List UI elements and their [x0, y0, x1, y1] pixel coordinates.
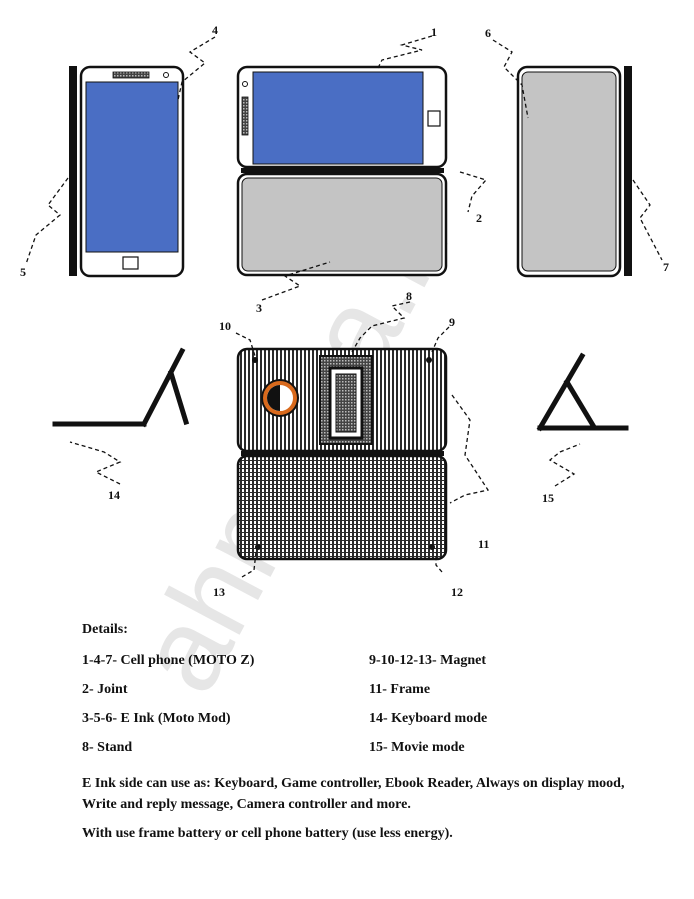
front-camera-icon — [242, 81, 248, 87]
front-camera-icon — [163, 72, 169, 78]
callout-8: 8 — [406, 289, 412, 303]
frame-back-top — [236, 347, 448, 453]
callout-12: 12 — [451, 585, 463, 599]
phone-front-portrait — [69, 65, 185, 278]
detail-item: 1-4-7- Cell phone (MOTO Z) — [82, 653, 255, 668]
callout-3: 3 — [256, 301, 262, 315]
details-row: 8- Stand 15- Movie mode — [82, 740, 662, 769]
speaker-grille — [241, 96, 249, 136]
callout-10: 10 — [219, 319, 231, 333]
detail-item: 2- Joint — [82, 682, 128, 697]
callout-9: 9 — [449, 315, 455, 329]
magnet-icon — [255, 544, 261, 550]
keyboard-mode-icon — [52, 347, 190, 428]
detail-item: 9-10-12-13- Magnet — [369, 653, 487, 668]
callout-1: 1 — [431, 25, 437, 39]
details-heading: Details: — [82, 622, 128, 637]
callout-6: 6 — [485, 26, 491, 40]
eink-panel-landscape — [236, 172, 448, 277]
eink-uses-paragraph: E Ink side can use as: Keyboard, Game co… — [82, 776, 625, 812]
details-section: Details: 1-4-7- Cell phone (MOTO Z) 9-10… — [82, 622, 662, 844]
joint — [241, 451, 444, 456]
phone-landscape — [236, 65, 448, 169]
phone-screen — [252, 71, 424, 165]
details-row: 2- Joint 11- Frame — [82, 682, 662, 711]
callout-11: 11 — [478, 537, 489, 551]
magnet-icon — [429, 544, 435, 550]
detail-item: 3-5-6- E Ink (Moto Mod) — [82, 711, 231, 726]
movie-mode-icon — [536, 352, 629, 432]
detail-item: 15- Movie mode — [369, 740, 465, 755]
magnet-icon — [252, 357, 258, 363]
detail-item: 8- Stand — [82, 740, 133, 755]
detail-item: 14- Keyboard mode — [369, 711, 488, 726]
callout-14: 14 — [108, 488, 120, 502]
eink-side-portrait — [516, 65, 632, 278]
details-row: 3-5-6- E Ink (Moto Mod) 14- Keyboard mod… — [82, 711, 662, 740]
phone-edge — [624, 66, 632, 276]
stand — [319, 355, 373, 445]
callout-7: 7 — [663, 260, 669, 274]
callout-15: 15 — [542, 491, 554, 505]
details-row: 1-4-7- Cell phone (MOTO Z) 9-10-12-13- M… — [82, 653, 662, 682]
callout-4: 4 — [212, 23, 218, 37]
magnet-icon — [426, 357, 432, 363]
callout-2: 2 — [476, 211, 482, 225]
leader-lines — [25, 35, 663, 578]
speaker-grille — [112, 71, 150, 79]
phone-screen — [85, 81, 179, 253]
callout-13: 13 — [213, 585, 225, 599]
fingerprint-sensor — [122, 256, 139, 270]
battery-paragraph: With use frame battery or cell phone bat… — [82, 826, 453, 841]
fingerprint-sensor — [427, 110, 441, 127]
frame-back-bottom — [236, 454, 448, 561]
detail-item: 11- Frame — [369, 682, 431, 697]
eink-cover-edge — [69, 66, 77, 276]
callout-5: 5 — [20, 265, 26, 279]
joint — [241, 168, 444, 173]
